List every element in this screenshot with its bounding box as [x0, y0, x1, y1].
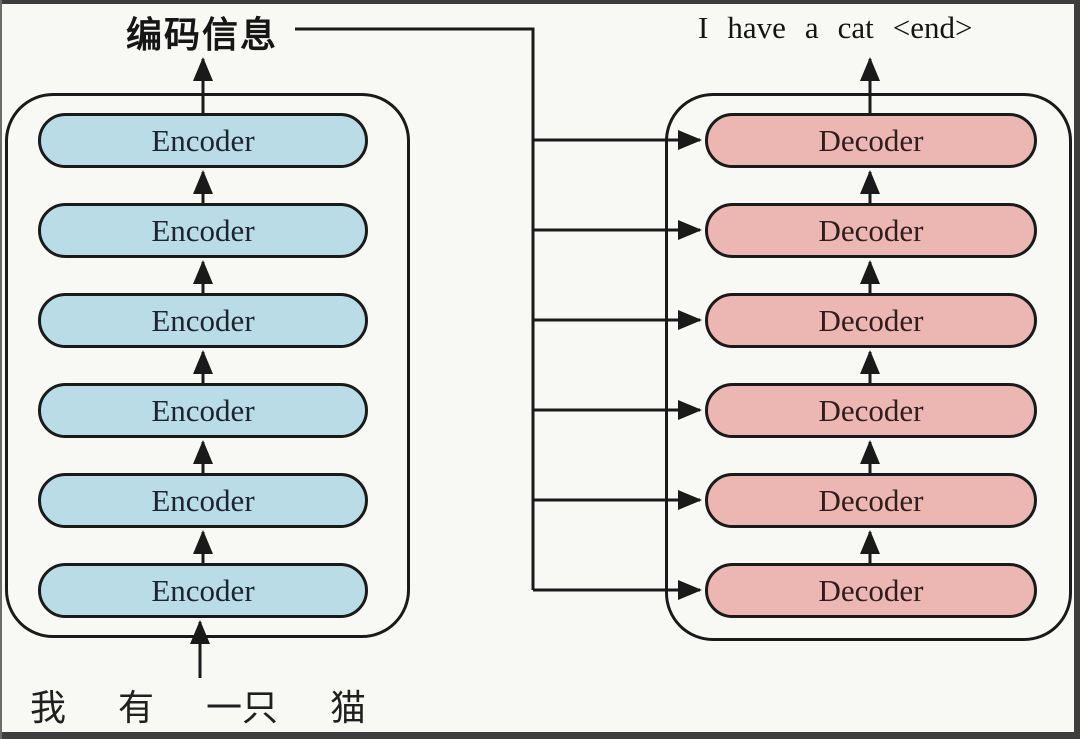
decoder-block-1: Decoder	[705, 113, 1037, 168]
output-word: <end>	[892, 10, 973, 45]
decoder-output-sentence: I have a cat <end>	[698, 10, 973, 46]
decoder-block-3: Decoder	[705, 293, 1037, 348]
screen-edge-top	[0, 0, 1080, 4]
input-word: 猫	[330, 687, 367, 728]
output-word: a	[804, 10, 819, 45]
decoder-block-4: Decoder	[705, 383, 1037, 438]
decoder-block-6: Decoder	[705, 563, 1037, 618]
input-word: 有	[118, 687, 155, 728]
input-word: 一只	[206, 687, 279, 728]
encoder-up-arrows	[190, 57, 213, 678]
decoder-block-5: Decoder	[705, 473, 1037, 528]
encoder-block-4: Encoder	[38, 383, 368, 438]
screen-edge-bottom	[0, 732, 1080, 739]
encoder-block-3: Encoder	[38, 293, 368, 348]
screen-edge-right	[1074, 0, 1080, 739]
encoder-input-sentence: 我 有 一只 猫	[30, 679, 366, 731]
output-word: I	[698, 10, 709, 45]
encoder-block-5: Encoder	[38, 473, 368, 528]
decoder-block-2: Decoder	[705, 203, 1037, 258]
output-word: cat	[837, 10, 874, 45]
output-word: have	[727, 10, 786, 45]
encoder-block-1: Encoder	[38, 113, 368, 168]
encoder-block-6: Encoder	[38, 563, 368, 618]
encoded-info-label: 编码信息	[126, 14, 279, 55]
encoder-block-2: Encoder	[38, 203, 368, 258]
screen-edge-left	[0, 0, 2, 739]
encoded-info-bus	[295, 27, 702, 600]
input-word: 我	[30, 687, 67, 728]
